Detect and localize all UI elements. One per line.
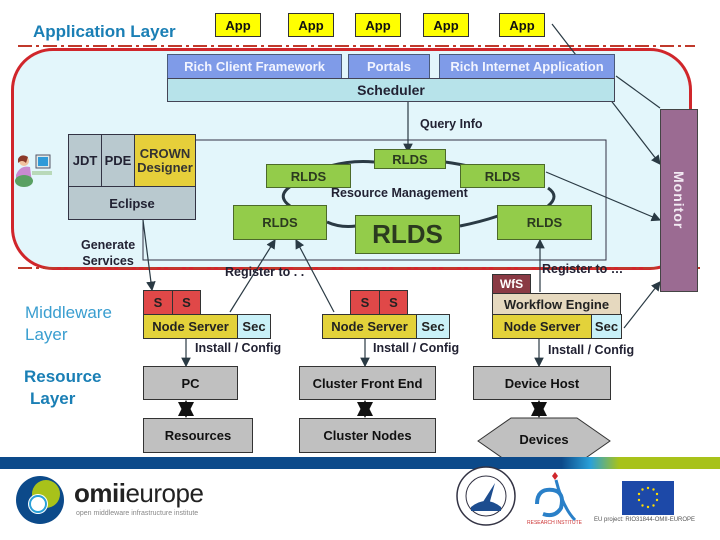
research-institute-label: RESEARCH INSTITUTE: [527, 520, 583, 526]
resource-management-label: Resource Management: [331, 186, 468, 200]
devices-label[interactable]: Devices: [519, 432, 569, 447]
service-box[interactable]: S: [172, 290, 201, 315]
eclipse-box[interactable]: Eclipse: [68, 186, 196, 220]
app-box-4[interactable]: App: [423, 13, 469, 37]
resource-layer-title: Resource Layer: [24, 367, 102, 408]
research-institute-logo: RESEARCH INSTITUTE: [525, 468, 585, 528]
rlds-center[interactable]: RLDS: [355, 215, 460, 254]
omii-europe-logo: omiieurope open middleware infrastructur…: [12, 470, 232, 528]
node-server[interactable]: Node Server: [322, 314, 417, 339]
middleware-layer-title: Middleware Layer: [25, 303, 112, 344]
device-host-box[interactable]: Device Host: [473, 366, 611, 400]
monitor[interactable]: Monitor: [660, 109, 698, 292]
omii-tagline: open middleware infrastructure institute: [76, 510, 199, 517]
cluster-nodes-box[interactable]: Cluster Nodes: [299, 418, 436, 453]
designer-label: Designer: [137, 159, 193, 175]
portals[interactable]: Portals: [348, 54, 430, 79]
rlds-right-upper[interactable]: RLDS: [460, 164, 545, 188]
pc-box[interactable]: PC: [143, 366, 238, 400]
register-to-label-left: Register to . .: [225, 265, 305, 279]
developer-person-icon: [12, 153, 54, 189]
omii-brand-bold: omii: [74, 478, 126, 508]
generate-services-label: Generate Services: [81, 238, 136, 268]
pde-box[interactable]: PDE: [101, 134, 135, 187]
resources-box[interactable]: Resources: [143, 418, 253, 453]
cluster-front-end-box[interactable]: Cluster Front End: [299, 366, 436, 400]
crown-designer-box[interactable]: CROWN Designer: [134, 134, 196, 187]
crown-label: CROWN: [139, 145, 191, 161]
rlds-left-upper[interactable]: RLDS: [266, 164, 351, 188]
service-box[interactable]: S: [350, 290, 380, 315]
eu-project-label: EU project: RIO31844-OMII-EUROPE: [594, 517, 696, 523]
rlds-left-lower[interactable]: RLDS: [233, 205, 327, 240]
application-layer-title: Application Layer: [33, 22, 176, 41]
workflow-engine[interactable]: Workflow Engine: [492, 293, 621, 315]
university-seal-logo: [455, 465, 517, 527]
app-box-1[interactable]: App: [215, 13, 261, 37]
scheduler[interactable]: Scheduler: [167, 78, 615, 102]
service-box[interactable]: S: [143, 290, 173, 315]
node-server[interactable]: Node Server: [143, 314, 238, 339]
install-config-label: Install / Config: [548, 343, 635, 357]
jdt-box[interactable]: JDT: [68, 134, 102, 187]
rlds-right-lower[interactable]: RLDS: [497, 205, 592, 240]
rich-client-framework[interactable]: Rich Client Framework: [167, 54, 342, 79]
service-box[interactable]: S: [379, 290, 408, 315]
sec-box[interactable]: Sec: [237, 314, 271, 339]
sec-box[interactable]: Sec: [416, 314, 450, 339]
eu-flag-logo: [622, 481, 674, 515]
app-box-2[interactable]: App: [288, 13, 334, 37]
footer-band: [0, 457, 720, 469]
node-server[interactable]: Node Server: [492, 314, 592, 339]
sec-box[interactable]: Sec: [591, 314, 622, 339]
install-config-label: Install / Config: [195, 341, 282, 355]
wfs-box[interactable]: WfS: [492, 274, 531, 294]
rlds-top[interactable]: RLDS: [374, 149, 446, 169]
omii-brand-europe: europe: [125, 478, 204, 508]
register-to-label-right: Register to …: [542, 262, 624, 276]
app-box-5[interactable]: App: [499, 13, 545, 37]
app-box-3[interactable]: App: [355, 13, 401, 37]
query-info-label: Query Info: [420, 117, 483, 131]
install-config-label: Install / Config: [373, 341, 460, 355]
rich-internet-application[interactable]: Rich Internet Application: [439, 54, 615, 79]
